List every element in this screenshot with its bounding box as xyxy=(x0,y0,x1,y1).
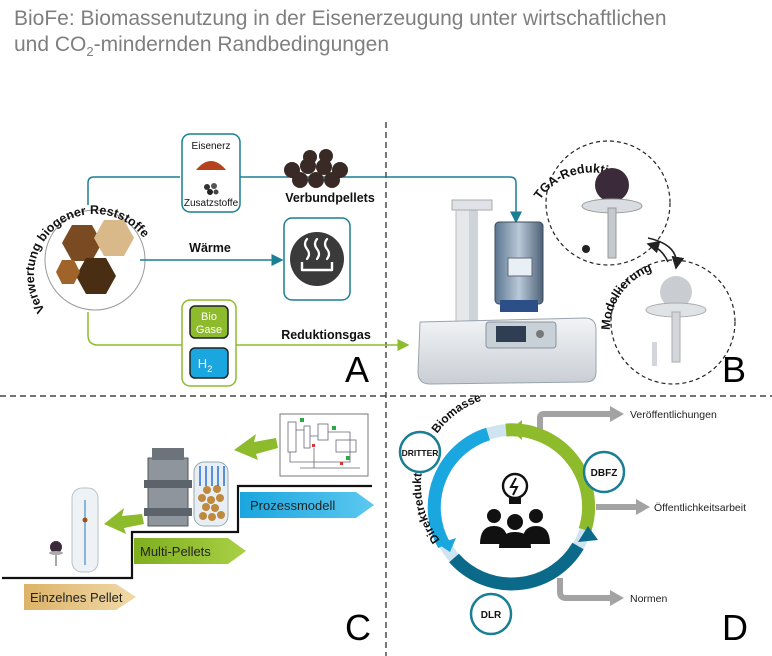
output-normen: Normen xyxy=(630,593,668,605)
page-title: BioFe: Biomassenutzung in der Eisenerzeu… xyxy=(14,6,764,65)
partner-dbfz-node xyxy=(582,450,626,494)
progress-arrow-1 xyxy=(104,508,144,534)
reactor-tube-image xyxy=(71,487,99,573)
panel-b-letter: B xyxy=(722,349,746,390)
eisenerz-label: Eisenerz xyxy=(192,141,231,152)
cycle-segment-blue xyxy=(449,542,584,591)
partner-dritter-node xyxy=(398,430,442,474)
modellierung-label: Modellierung xyxy=(599,260,654,330)
arrow-pellets-to-tga xyxy=(240,176,522,224)
multi-pellet-reactor-image xyxy=(144,448,229,527)
panel-a-letter: A xyxy=(345,349,369,390)
partner-dlr-node xyxy=(469,592,513,636)
panel-c-letter: C xyxy=(345,607,371,648)
step-2-label: Multi-Pellets xyxy=(140,544,211,559)
reduktionsgas-label: Reduktionsgas xyxy=(281,328,371,342)
partner-dbfz-label: DBFZ xyxy=(591,468,618,479)
connector-to-eisenerz xyxy=(87,176,180,205)
staircase-line xyxy=(2,484,372,580)
biogas-line-2: Gase xyxy=(196,324,222,336)
partner-dritter-label: DRITTER xyxy=(402,448,439,458)
panel-a: Verwertung biogener Reststoffe Eisenerz … xyxy=(23,133,597,390)
step-3-label: Prozessmodell xyxy=(250,498,335,513)
panel-d: Veröffentlichungen Öffentlichkeitsarbeit… xyxy=(398,390,748,648)
biomass-cluster-image xyxy=(44,209,146,311)
biogas-tile xyxy=(189,305,229,339)
arrow-tga-to-model xyxy=(647,237,685,270)
single-pellet-image xyxy=(49,541,63,566)
step-bar-2 xyxy=(134,538,246,564)
process-model-flowsheet-image xyxy=(279,413,369,477)
step-1-label: Einzelnes Pellet xyxy=(30,590,123,605)
verbundpellets-label: Verbundpellets xyxy=(285,191,375,205)
output-arrow-3 xyxy=(557,578,612,601)
title-line-1: BioFe: Biomassenutzung in der Eisenerzeu… xyxy=(14,7,667,30)
progress-arrow-2 xyxy=(234,434,278,460)
tga-circle xyxy=(545,140,671,266)
biogas-line-1: Bio xyxy=(201,311,217,323)
output-veroeffentlichungen: Veröffentlichungen xyxy=(630,409,717,421)
modellierung-circle xyxy=(610,259,736,385)
eisenerz-box xyxy=(181,133,241,213)
people-group-icon xyxy=(480,509,550,548)
additives-image xyxy=(204,183,219,195)
output-oeffentlichkeitsarbeit: Öffentlichkeitsarbeit xyxy=(654,502,746,514)
h2-tile xyxy=(189,347,229,379)
cycle-segment-green xyxy=(505,423,596,532)
tga-instrument-image xyxy=(417,199,597,385)
arrow-model-to-tga xyxy=(646,240,669,263)
pellet-on-holder-image xyxy=(581,168,643,259)
h2-label: H2 xyxy=(198,356,212,374)
model-pellet-image xyxy=(645,276,707,366)
iron-ore-powder-image xyxy=(196,161,226,170)
panel-d-letter: D xyxy=(722,607,748,648)
title-line-2: und CO2-mindernden Randbedingungen xyxy=(14,33,390,60)
zusatzstoffe-label: Zusatzstoffe xyxy=(184,198,239,209)
connector-dot xyxy=(582,245,590,253)
waerme-label: Wärme xyxy=(189,241,231,255)
partner-dlr-label: DLR xyxy=(481,610,502,621)
quadrant-dividers xyxy=(0,122,772,656)
step-bar-3 xyxy=(240,492,374,518)
lightbulb-icon xyxy=(501,472,529,504)
connector-to-gases xyxy=(87,312,182,346)
panel-c: Einzelnes Pellet Multi-Pellets Prozessmo… xyxy=(2,413,374,648)
cycle-segment-lightblue xyxy=(427,427,491,549)
heat-icon xyxy=(290,232,344,286)
composite-pellets-image xyxy=(284,149,348,188)
step-bar-1 xyxy=(24,584,136,610)
output-arrow-1 xyxy=(537,411,612,432)
